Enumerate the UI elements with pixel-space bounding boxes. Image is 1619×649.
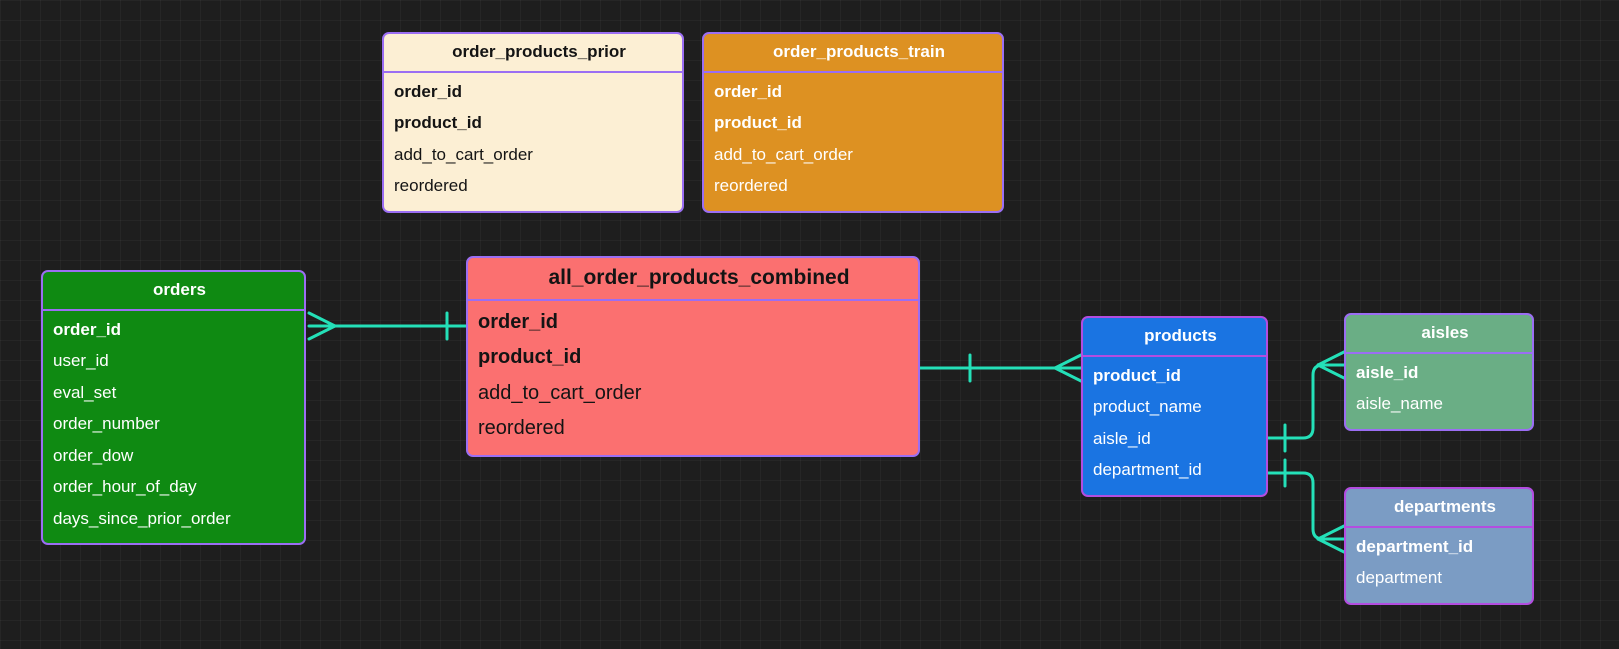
field-order-dow[interactable]: order_dow: [53, 445, 134, 465]
relationship-products-to-departments: [1266, 458, 1346, 554]
field-order-number[interactable]: order_number: [53, 414, 160, 434]
entity-field-list: order_id product_id add_to_cart_order re…: [384, 73, 682, 211]
relationship-combined-to-products: [918, 353, 1083, 383]
entity-field-list: department_id department: [1346, 528, 1532, 603]
field-aisle-id[interactable]: aisle_id: [1356, 363, 1419, 382]
field-aisle-name[interactable]: aisle_name: [1356, 394, 1443, 414]
field-product-id[interactable]: product_id: [1093, 366, 1181, 385]
relationship-orders-to-combined: [307, 311, 468, 341]
field-product-id[interactable]: product_id: [714, 113, 802, 133]
field-reordered[interactable]: reordered: [714, 176, 788, 196]
field-product-id[interactable]: product_id: [394, 113, 482, 133]
entity-field-list: order_id user_id eval_set order_number o…: [43, 311, 304, 543]
field-user-id[interactable]: user_id: [53, 351, 109, 371]
field-department-id[interactable]: department_id: [1093, 460, 1202, 480]
entity-title: departments: [1346, 489, 1532, 528]
entity-order-products-train[interactable]: order_products_train order_id product_id…: [702, 32, 1004, 213]
field-reordered[interactable]: reordered: [478, 417, 565, 440]
relationship-products-to-aisles: [1266, 350, 1346, 453]
entity-field-list: order_id product_id add_to_cart_order re…: [704, 73, 1002, 211]
field-aisle-id[interactable]: aisle_id: [1093, 428, 1151, 448]
entity-title: orders: [43, 272, 304, 311]
field-add-to-cart-order[interactable]: add_to_cart_order: [714, 144, 853, 164]
entity-title: products: [1083, 318, 1266, 357]
field-product-name[interactable]: product_name: [1093, 397, 1202, 417]
entity-field-list: order_id product_id add_to_cart_order re…: [468, 301, 918, 455]
field-eval-set[interactable]: eval_set: [53, 382, 117, 402]
entity-title: aisles: [1346, 315, 1532, 354]
entity-orders[interactable]: orders order_id user_id eval_set order_n…: [41, 270, 306, 546]
entity-title: order_products_prior: [384, 34, 682, 73]
entity-field-list: aisle_id aisle_name: [1346, 354, 1532, 429]
field-order-id[interactable]: order_id: [714, 82, 783, 101]
entity-field-list: product_id product_name aisle_id departm…: [1083, 357, 1266, 495]
entity-title: all_order_products_combined: [468, 258, 918, 301]
entity-order-products-prior[interactable]: order_products_prior order_id product_id…: [382, 32, 684, 213]
field-add-to-cart-order[interactable]: add_to_cart_order: [478, 381, 642, 404]
entity-departments[interactable]: departments department_id department: [1344, 487, 1534, 605]
field-reordered[interactable]: reordered: [394, 176, 468, 196]
field-department[interactable]: department: [1356, 568, 1442, 588]
field-product-id[interactable]: product_id: [478, 346, 582, 369]
field-order-id[interactable]: order_id: [53, 320, 122, 339]
field-order-hour-of-day[interactable]: order_hour_of_day: [53, 477, 197, 497]
entity-products[interactable]: products product_id product_name aisle_i…: [1081, 316, 1268, 497]
field-order-id[interactable]: order_id: [478, 311, 559, 333]
field-add-to-cart-order[interactable]: add_to_cart_order: [394, 144, 533, 164]
field-department-id[interactable]: department_id: [1356, 537, 1474, 556]
entity-title: order_products_train: [704, 34, 1002, 73]
field-days-since-prior-order[interactable]: days_since_prior_order: [53, 508, 231, 528]
entity-all-order-products-combined[interactable]: all_order_products_combined order_id pro…: [466, 256, 920, 457]
entity-aisles[interactable]: aisles aisle_id aisle_name: [1344, 313, 1534, 431]
field-order-id[interactable]: order_id: [394, 82, 463, 101]
